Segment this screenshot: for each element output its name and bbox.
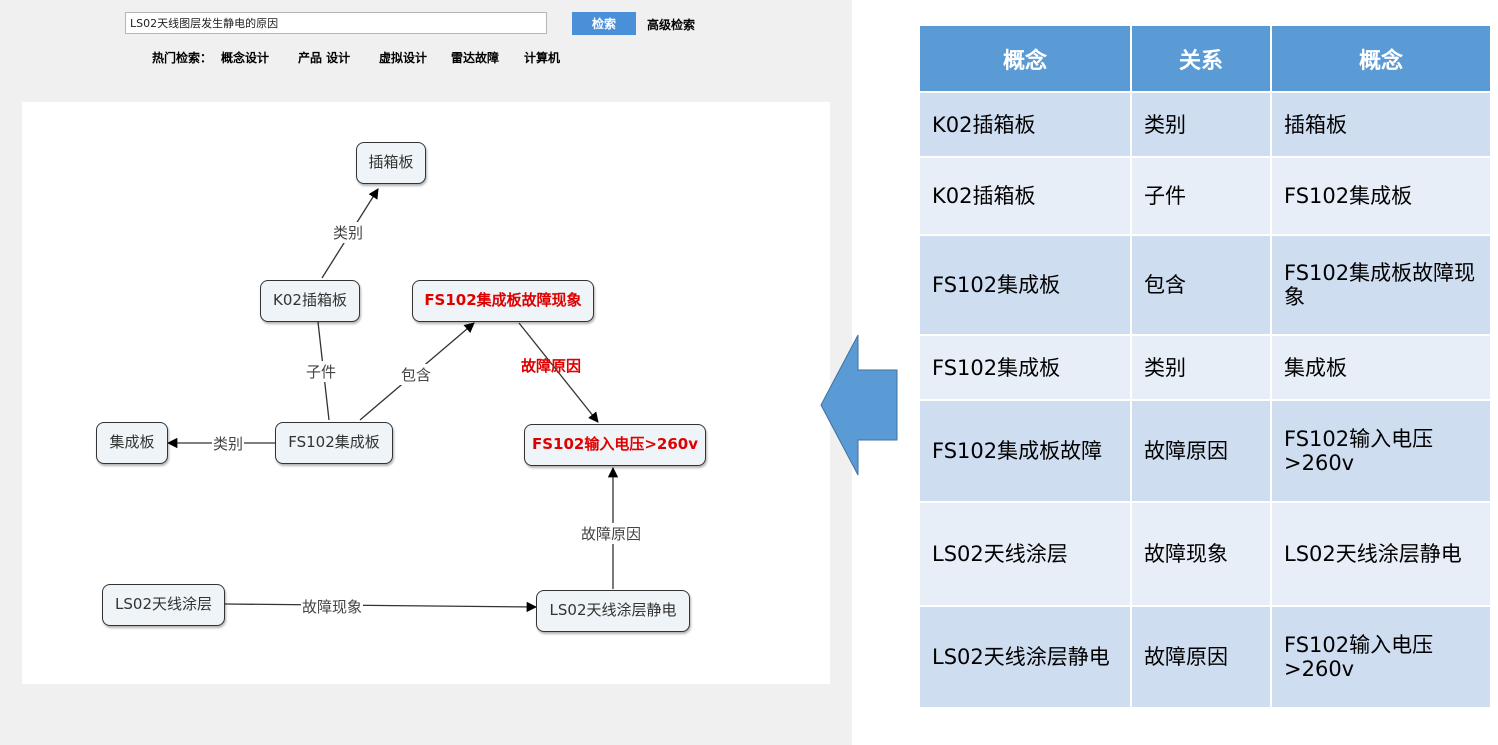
edge-label-k02-category: 类别	[332, 222, 365, 243]
edge-label-static-cause: 故障原因	[580, 523, 643, 544]
table-cell: 子件	[1130, 156, 1272, 236]
search-panel: 检索 高级检索 热门检索： 概念设计 产品 设计 虚拟设计 雷达故障 计算机 插…	[0, 0, 852, 745]
node-fs102-fault[interactable]: FS102集成板故障现象	[412, 280, 594, 322]
hot-search-item[interactable]: 计算机	[524, 51, 561, 65]
node-fs102-voltage[interactable]: FS102输入电压>260v	[524, 424, 706, 466]
table-cell: FS102输入电压>260v	[1270, 605, 1492, 709]
table-cell: 类别	[1130, 334, 1272, 401]
node-k02[interactable]: K02插箱板	[260, 280, 360, 322]
table-cell: FS102集成板	[1270, 156, 1492, 236]
column-header-relation: 关系	[1130, 24, 1272, 93]
edge-label-k02-child: 子件	[305, 361, 338, 382]
hot-search-item[interactable]: 雷达故障	[451, 51, 500, 65]
node-fs102[interactable]: FS102集成板	[275, 422, 393, 464]
table-cell: 故障原因	[1130, 399, 1272, 503]
table-cell: 插箱板	[1270, 91, 1492, 158]
left-arrow-icon	[820, 334, 898, 476]
node-jichengban[interactable]: 集成板	[96, 422, 168, 464]
hot-search-item[interactable]: 虚拟设计	[379, 51, 428, 65]
table-cell: FS102集成板	[918, 234, 1132, 336]
node-ls02-coating[interactable]: LS02天线涂层	[102, 584, 225, 626]
edge-label-fs102-category: 类别	[212, 433, 245, 454]
node-ls02-static[interactable]: LS02天线涂层静电	[536, 590, 690, 632]
hot-search-item[interactable]: 概念设计	[221, 51, 270, 65]
table-cell: 类别	[1130, 91, 1272, 158]
advanced-search-link[interactable]: 高级检索	[647, 18, 696, 32]
table-row: LS02天线涂层静电 故障原因 FS102输入电压>260v	[918, 605, 1492, 709]
search-input[interactable]	[125, 12, 547, 34]
table-cell: FS102集成板故障	[918, 399, 1132, 503]
table-row: K02插箱板 子件 FS102集成板	[918, 156, 1492, 236]
edge-label-coating-phenomenon: 故障现象	[301, 596, 364, 617]
table-row: K02插箱板 类别 插箱板	[918, 91, 1492, 158]
edge-label-fault-cause: 故障原因	[521, 357, 582, 375]
table-cell: LS02天线涂层	[918, 501, 1132, 607]
table-header-row: 概念 关系 概念	[918, 24, 1492, 93]
column-header-concept: 概念	[1270, 24, 1492, 93]
edge-coating-static	[224, 601, 538, 613]
hot-search-item[interactable]: 产品 设计	[298, 51, 351, 65]
table-cell: LS02天线涂层静电	[1270, 501, 1492, 607]
table-cell: FS102输入电压>260v	[1270, 399, 1492, 503]
table-row: FS102集成板 包含 FS102集成板故障现象	[918, 234, 1492, 336]
hot-search-label: 热门检索：	[152, 51, 213, 65]
edge-label-fs102-contains: 包含	[400, 364, 433, 385]
relation-table: 概念 关系 概念 K02插箱板 类别 插箱板 K02插箱板 子件 FS102集成…	[918, 24, 1492, 709]
table-cell: FS102集成板	[918, 334, 1132, 401]
node-chaxiangban[interactable]: 插箱板	[356, 142, 426, 184]
table-row: LS02天线涂层 故障现象 LS02天线涂层静电	[918, 501, 1492, 607]
table-cell: 集成板	[1270, 334, 1492, 401]
edge-fault-voltage	[518, 322, 599, 423]
table-cell: 包含	[1130, 234, 1272, 336]
table-cell: K02插箱板	[918, 156, 1132, 236]
column-header-concept: 概念	[918, 24, 1132, 93]
table-row: FS102集成板故障 故障原因 FS102输入电压>260v	[918, 399, 1492, 503]
table-cell: K02插箱板	[918, 91, 1132, 158]
table-cell: 故障原因	[1130, 605, 1272, 709]
table-cell: LS02天线涂层静电	[918, 605, 1132, 709]
knowledge-graph: 插箱板 K02插箱板 FS102集成板故障现象 集成板 FS102集成板 FS1…	[22, 102, 830, 684]
table-cell: FS102集成板故障现象	[1270, 234, 1492, 336]
table-cell: 故障现象	[1130, 501, 1272, 607]
table-row: FS102集成板 类别 集成板	[918, 334, 1492, 401]
search-button[interactable]: 检索	[572, 12, 636, 35]
